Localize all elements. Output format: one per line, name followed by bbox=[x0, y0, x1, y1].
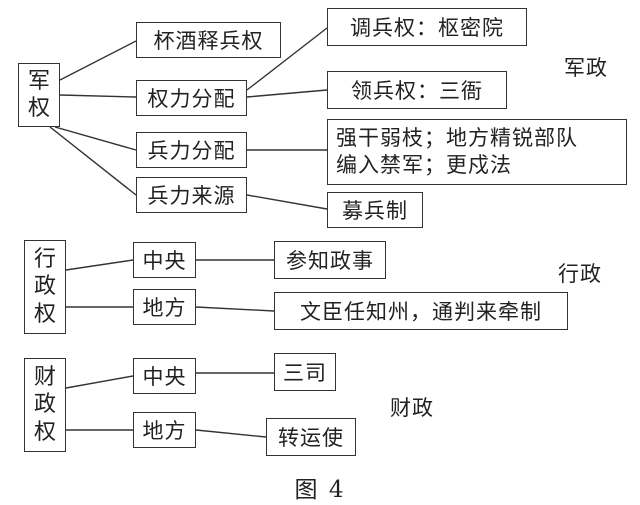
admin-root-char: 权 bbox=[33, 301, 56, 327]
military-root: 军 权 bbox=[18, 63, 60, 127]
branch-cup-of-wine: 杯酒释兵权 bbox=[136, 22, 281, 58]
military-root-char: 军 bbox=[27, 68, 50, 94]
command-authority: 领兵权：三衙 bbox=[327, 71, 507, 109]
admin-root: 行 政 权 bbox=[24, 240, 66, 334]
military-side-label: 军政 bbox=[564, 56, 608, 80]
branch-power-allocation: 权力分配 bbox=[136, 80, 247, 116]
admin-local-detail: 文臣任知州，通判来牵制 bbox=[274, 292, 568, 330]
admin-local: 地方 bbox=[133, 289, 196, 325]
admin-root-char: 行 bbox=[33, 246, 56, 272]
deployment-line-1: 强干弱枝；地方精锐部队 bbox=[336, 125, 578, 150]
admin-central: 中央 bbox=[133, 242, 196, 278]
deployment-line-2: 编入禁军；更戍法 bbox=[336, 153, 512, 177]
finance-central-detail: 三司 bbox=[274, 353, 336, 391]
admin-central-detail: 参知政事 bbox=[274, 241, 386, 279]
finance-root-char: 权 bbox=[33, 419, 56, 445]
finance-central: 中央 bbox=[133, 358, 196, 394]
branch-troop-allocation: 兵力分配 bbox=[136, 132, 247, 168]
finance-root: 财 政 权 bbox=[24, 358, 66, 452]
military-root-char: 权 bbox=[27, 96, 50, 121]
dispatch-authority: 调兵权：枢密院 bbox=[327, 8, 527, 46]
figure-caption: 图 4 bbox=[294, 477, 346, 503]
branch-troop-source: 兵力来源 bbox=[136, 177, 247, 213]
troop-deployment: 强干弱枝；地方精锐部队 编入禁军；更戍法 bbox=[327, 119, 627, 185]
finance-side-label: 财政 bbox=[390, 396, 434, 420]
recruitment-system: 募兵制 bbox=[327, 192, 423, 228]
finance-local-detail: 转运使 bbox=[266, 418, 356, 456]
finance-root-char: 财 bbox=[33, 364, 56, 390]
finance-root-char: 政 bbox=[33, 392, 56, 418]
admin-root-char: 政 bbox=[33, 274, 56, 300]
admin-side-label: 行政 bbox=[558, 262, 602, 286]
finance-local: 地方 bbox=[133, 412, 196, 448]
